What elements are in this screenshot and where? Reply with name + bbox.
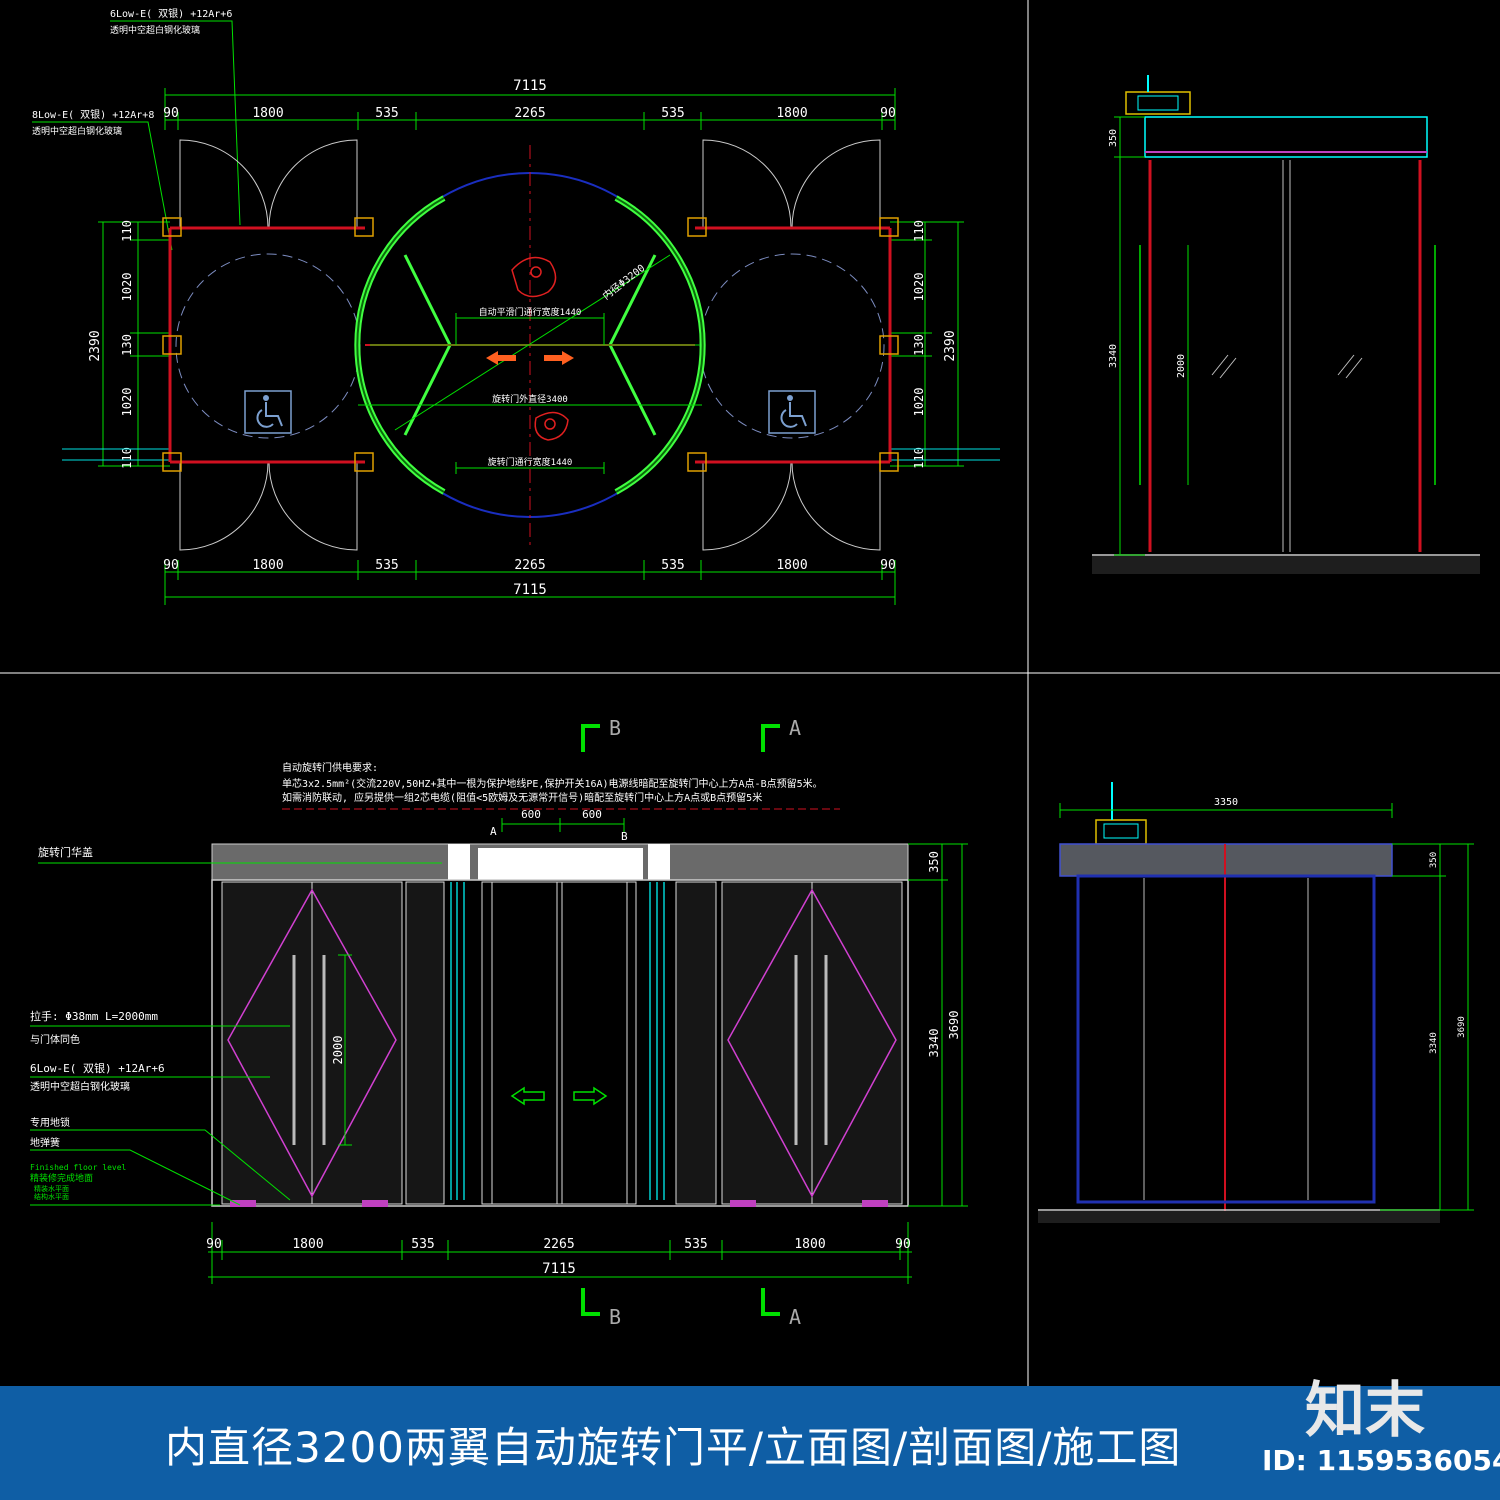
plan-glass-top-label-2: 透明中空超白钢化玻璃 — [110, 24, 200, 36]
elev-seg-1: 90 — [206, 1237, 222, 1252]
elev-floor-lock: 专用地锁 — [30, 1116, 70, 1129]
plan-right-dim-3: 130 — [912, 334, 926, 356]
elev-seg-7: 90 — [895, 1237, 911, 1252]
left-arrow-icon — [510, 1086, 545, 1106]
plan-bottom-seg-1: 90 — [163, 558, 179, 573]
wheelchair-icon — [768, 390, 816, 434]
plan-left-dim-5: 110 — [120, 447, 134, 469]
plan-glass-side-label-2: 透明中空超白钢化玻璃 — [32, 125, 122, 137]
plan-left-dim-4: 1020 — [120, 388, 134, 417]
plan-seg-6: 1800 — [776, 106, 807, 121]
plan-bottom-seg-3: 535 — [375, 558, 398, 573]
plan-view: 6Low-E( 双银) +12Ar+6 透明中空超白钢化玻璃 8Low-E( 双… — [32, 7, 1000, 605]
plan-bottom-seg-5: 535 — [661, 558, 684, 573]
elev-floor-level-finish: 精装水平面 — [34, 1184, 69, 1193]
elev-floor-level-en: Finished floor level — [30, 1163, 127, 1172]
person-icon — [511, 256, 557, 298]
right-arrow-icon — [544, 351, 574, 365]
elev-section-mark-a-top: A — [789, 716, 801, 740]
plan-seg-4: 2265 — [514, 106, 545, 121]
plan-bottom-seg-7: 90 — [880, 558, 896, 573]
plan-bottom-seg-2: 1800 — [252, 558, 283, 573]
side-dim-3340: 3340 — [1108, 344, 1119, 368]
elev-seg-5: 535 — [684, 1237, 707, 1252]
elev-section-mark-b-bottom: B — [609, 1305, 621, 1329]
elev-right-dim-3690: 3690 — [947, 1011, 961, 1040]
plan-glass-side-label-1: 8Low-E( 双银) +12Ar+8 — [32, 108, 154, 121]
plan-left-dim-1: 110 — [120, 220, 134, 242]
plan-right-dim-5: 110 — [912, 447, 926, 469]
elev-right-dim-3340: 3340 — [927, 1029, 941, 1058]
side-dim-350: 350 — [1108, 129, 1119, 147]
left-arrow-icon — [486, 351, 516, 365]
elev-section-mark-b-top: B — [609, 716, 621, 740]
section-dim-3340: 3340 — [1429, 1032, 1439, 1054]
side-section-view: 350 3340 2000 — [1092, 75, 1480, 574]
elev-handle-color: 与门体同色 — [30, 1033, 80, 1046]
brand-logo: 知末 — [1305, 1376, 1425, 1446]
right-arrow-icon — [573, 1086, 608, 1106]
elev-ab-dim-1: 600 — [521, 808, 541, 821]
plan-overall-top: 7115 — [513, 78, 547, 94]
side-dim-2000: 2000 — [1176, 354, 1187, 378]
plan-auto-sliding-width: 自动平滑门通行宽度1440 — [479, 306, 582, 318]
plan-seg-1: 90 — [163, 106, 179, 121]
plan-right-dim-4: 1020 — [912, 388, 926, 417]
plan-bottom-seg-6: 1800 — [776, 558, 807, 573]
elev-point-b: B — [621, 830, 628, 843]
title-banner — [0, 1386, 1500, 1500]
plan-left-total: 2390 — [88, 330, 103, 361]
banner-title: 内直径3200两翼自动旋转门平/立面图/剖面图/施工图 — [165, 1423, 1182, 1472]
elev-right-dim-350: 350 — [927, 851, 941, 873]
elev-power-note-2: 如需消防联动, 应另提供一组2芯电缆(阻值<5欧姆及无源常开信号)暗配至旋转门中… — [282, 791, 762, 804]
elev-door-left — [221, 881, 403, 1205]
elev-seg-4: 2265 — [543, 1237, 574, 1252]
plan-seg-7: 90 — [880, 106, 896, 121]
plan-left-dim-2: 1020 — [120, 273, 134, 302]
elev-floor-level-struct: 结构水平面 — [34, 1192, 69, 1201]
section-dim-3690: 3690 — [1457, 1016, 1467, 1038]
section-dim-350: 350 — [1429, 852, 1439, 868]
elev-power-note-title: 自动旋转门供电要求: — [282, 761, 378, 774]
plan-seg-5: 535 — [661, 106, 684, 121]
elev-point-a: A — [490, 825, 497, 838]
elev-overall: 7115 — [542, 1261, 576, 1277]
elev-handle-label: 拉手: Φ38mm L=2000mm — [30, 1009, 158, 1023]
elev-glass-label-2: 透明中空超白钢化玻璃 — [30, 1080, 130, 1093]
section-top-width: 3350 — [1214, 797, 1238, 808]
section-elevation-view: 3350 350 3340 3690 — [1038, 782, 1474, 1223]
plan-seg-2: 1800 — [252, 106, 283, 121]
elev-handle-length: 2000 — [331, 1036, 345, 1065]
elev-seg-6: 1800 — [794, 1237, 825, 1252]
plan-right-dim-2: 1020 — [912, 273, 926, 302]
elev-door-right — [721, 881, 903, 1205]
person-icon — [534, 411, 569, 441]
elev-seg-3: 535 — [411, 1237, 434, 1252]
elev-canopy-label: 旋转门华盖 — [38, 845, 93, 859]
plan-left-dim-3: 130 — [120, 334, 134, 356]
plan-outer-diameter: 旋转门外直径3400 — [492, 393, 568, 405]
plan-right-dim-1: 110 — [912, 220, 926, 242]
elev-seg-2: 1800 — [292, 1237, 323, 1252]
image-id: ID: 1159536054 — [1262, 1444, 1500, 1477]
plan-seg-3: 535 — [375, 106, 398, 121]
plan-bottom-seg-4: 2265 — [514, 558, 545, 573]
front-elevation-view: B A B A 自动旋转门供电要求: 单芯3x2.5mm²(交流220V,50H… — [30, 716, 968, 1329]
plan-glass-top-label-1: 6Low-E( 双银) +12Ar+6 — [110, 7, 232, 20]
plan-overall-bottom: 7115 — [513, 582, 547, 598]
elev-section-mark-a-bottom: A — [789, 1305, 801, 1329]
elev-floor-spring: 地弹簧 — [30, 1136, 60, 1149]
plan-revolving-width: 旋转门通行宽度1440 — [488, 456, 573, 468]
elev-floor-level-cn: 精装修完成地面 — [30, 1172, 93, 1184]
elev-ab-dim-2: 600 — [582, 808, 602, 821]
wheelchair-icon — [244, 390, 292, 434]
elev-glass-label-1: 6Low-E( 双银) +12Ar+6 — [30, 1061, 165, 1075]
plan-right-total: 2390 — [943, 330, 958, 361]
elev-power-note-1: 单芯3x2.5mm²(交流220V,50HZ+其中一根为保护地线PE,保护开关1… — [282, 777, 823, 790]
